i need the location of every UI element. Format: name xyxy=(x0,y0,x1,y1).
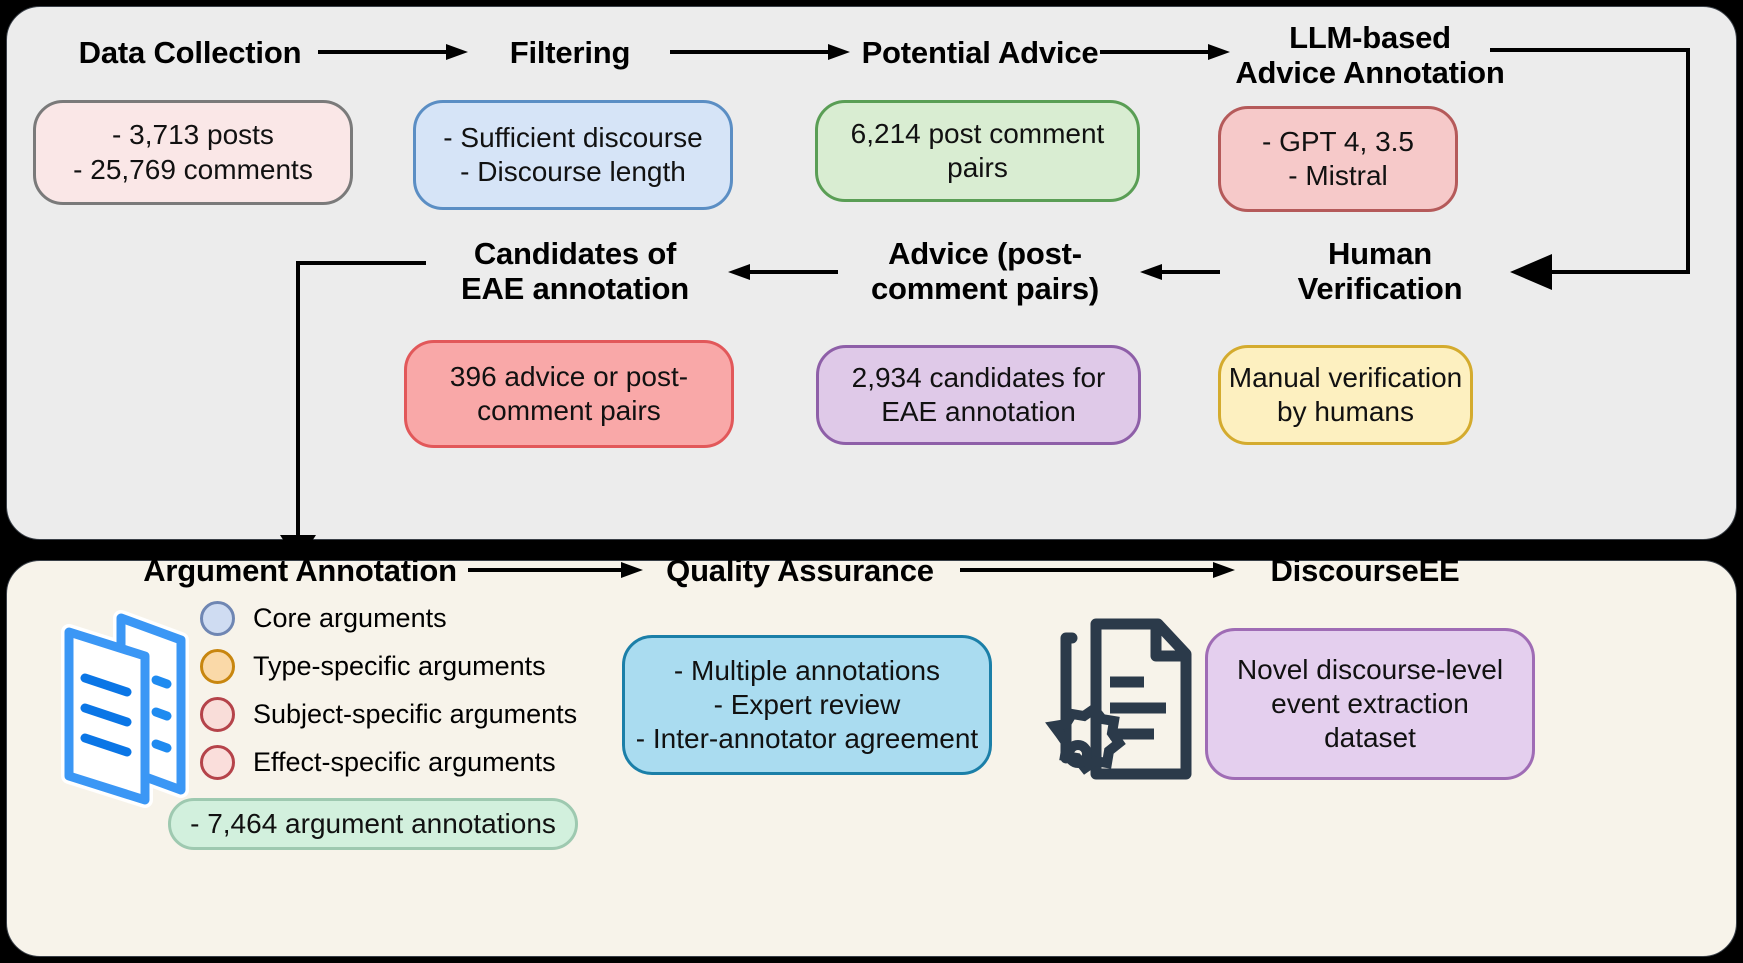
hv-title-line1: Human xyxy=(1327,236,1433,271)
chip-filtering: - Sufficient discourse - Discourse lengt… xyxy=(413,100,733,210)
chip-dc-line2: - 25,769 comments xyxy=(73,153,313,185)
chip-filter-line2: - Discourse length xyxy=(460,156,686,187)
stage-title-advice-pairs: Advice (post- comment pairs) xyxy=(845,236,1125,306)
chip-hv-line1: Manual verification xyxy=(1228,361,1463,393)
llm-title-line2: Advice Annotation xyxy=(1235,55,1505,91)
chip-data-collection: - 3,713 posts - 25,769 comments xyxy=(33,100,353,205)
chip-llm-line2: - Mistral xyxy=(1288,160,1388,191)
legend-item-effect-specific[interactable]: Effect-specific arguments xyxy=(200,745,556,780)
arrow-collection-to-filtering xyxy=(318,42,468,62)
chip-filter-line1: - Sufficient discourse xyxy=(443,121,703,153)
chip-pa-line1: 6,214 post comment xyxy=(850,117,1105,149)
chip-llm-models: - GPT 4, 3.5 - Mistral xyxy=(1218,106,1458,212)
core-arguments-dot xyxy=(200,601,235,636)
chip-hv-line2: by humans xyxy=(1277,396,1414,427)
arrow-llm-to-human-verification xyxy=(1490,48,1720,290)
chip-potential-advice: 6,214 post comment pairs xyxy=(815,100,1140,202)
chip-cand-line2: comment pairs xyxy=(477,395,661,426)
stage-title-argument-annotation: Argument Annotation xyxy=(143,553,457,588)
arrow-candidates-to-argument-annotation xyxy=(280,261,446,563)
documents-icon xyxy=(55,608,195,808)
chip-ap-line2: EAE annotation xyxy=(881,396,1076,427)
chip-dataset-description: Novel discourse-level event extraction d… xyxy=(1205,628,1535,780)
legend-label-type-specific: Type-specific arguments xyxy=(253,651,546,681)
legend-item-core[interactable]: Core arguments xyxy=(200,601,447,636)
stage-title-discourse-ee: DiscourseEE xyxy=(1270,553,1460,588)
hv-title-line2: Verification xyxy=(1297,271,1463,307)
cand-title-line2: EAE annotation xyxy=(461,271,689,307)
chip-argument-annotation-count: - 7,464 argument annotations xyxy=(168,798,578,850)
ap-title-line2: comment pairs) xyxy=(870,271,1100,307)
chip-manual-verification: Manual verification by humans xyxy=(1218,345,1473,445)
arrow-argument-to-quality xyxy=(468,560,643,580)
stage-title-filtering: Filtering xyxy=(509,35,631,70)
stage-title-human-verification: Human Verification xyxy=(1230,236,1530,306)
data-pipeline-panel xyxy=(6,6,1737,540)
llm-title-line1: LLM-based xyxy=(1289,20,1451,55)
legend-item-type-specific[interactable]: Type-specific arguments xyxy=(200,649,546,684)
chip-qa-line3: - Inter-annotator agreement xyxy=(635,723,979,755)
stage-title-candidates: Candidates of EAE annotation xyxy=(430,236,720,306)
chip-dc-line1: - 3,713 posts xyxy=(112,119,274,151)
chip-cand-line1: 396 advice or post- xyxy=(449,360,689,392)
chip-dataset-line3: dataset xyxy=(1324,722,1416,754)
cand-title-line1: Candidates of xyxy=(473,236,677,271)
arrow-advice-to-candidates xyxy=(728,262,838,282)
chip-quality-assurance: - Multiple annotations - Expert review -… xyxy=(622,635,992,775)
arrow-quality-to-discourse xyxy=(960,560,1235,580)
chip-dataset-line2: event extraction xyxy=(1271,687,1469,719)
chip-advice-post-pairs: 396 advice or post- comment pairs xyxy=(404,340,734,448)
chip-eae-candidates: 2,934 candidates for EAE annotation xyxy=(816,345,1141,445)
chip-arg-count-text: - 7,464 argument annotations xyxy=(190,807,556,839)
legend-label-effect-specific: Effect-specific arguments xyxy=(253,747,556,777)
chip-ap-line1: 2,934 candidates for xyxy=(851,361,1106,393)
arrow-human-to-advice xyxy=(1140,262,1220,282)
chip-qa-line2: - Expert review xyxy=(713,688,901,720)
stage-title-llm-annotation: LLM-based Advice Annotation xyxy=(1185,20,1555,90)
chip-llm-line1: - GPT 4, 3.5 xyxy=(1262,125,1414,157)
chip-qa-line1: - Multiple annotations xyxy=(673,654,941,686)
legend-item-subject-specific[interactable]: Subject-specific arguments xyxy=(200,697,577,732)
arrow-advice-to-llm xyxy=(1100,42,1230,62)
chip-dataset-line1: Novel discourse-level xyxy=(1236,653,1504,685)
legend-label-subject-specific: Subject-specific arguments xyxy=(253,699,578,729)
stage-title-data-collection: Data Collection xyxy=(78,35,302,70)
legend-label-core: Core arguments xyxy=(253,603,447,633)
type-specific-dot xyxy=(200,649,235,684)
subject-specific-dot xyxy=(200,697,235,732)
arrow-filtering-to-advice xyxy=(670,42,850,62)
stage-title-quality-assurance: Quality Assurance xyxy=(666,553,934,588)
ap-title-line1: Advice (post- xyxy=(888,236,1082,271)
document-gear-icon xyxy=(1036,608,1196,783)
chip-pa-line2: pairs xyxy=(947,152,1008,183)
stage-title-potential-advice: Potential Advice xyxy=(861,35,1099,70)
effect-specific-dot xyxy=(200,745,235,780)
